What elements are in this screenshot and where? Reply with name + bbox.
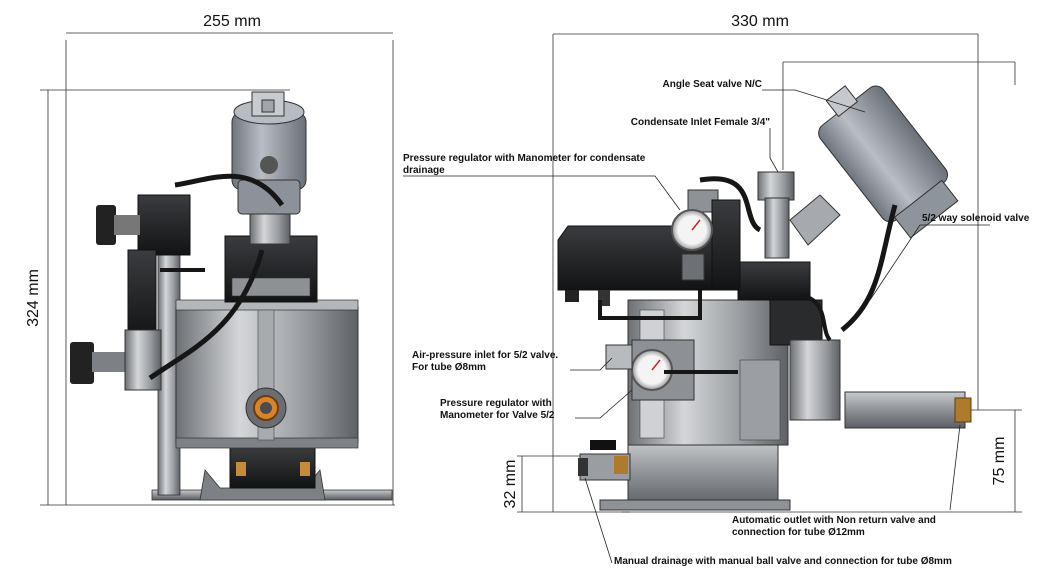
base-frame	[627, 439, 779, 509]
dim-height-front: 324 mm	[25, 269, 42, 327]
dimension-lines-side	[517, 33, 1022, 513]
leader-lines	[403, 89, 990, 564]
callout-pressure-reg-condensate-1: Pressure regulator with Manometer for co…	[403, 153, 646, 164]
side-view	[517, 33, 1022, 513]
front-view	[40, 32, 395, 506]
upper-regulator	[711, 199, 741, 291]
dim-width-front: 255 mm	[203, 13, 261, 30]
dim-width-side: 330 mm	[731, 13, 789, 30]
callout-pressure-reg-condensate-2: drainage	[403, 165, 445, 176]
dim-outlet-height: 75 mm	[991, 437, 1008, 486]
callout-air-inlet-2: For tube Ø8mm	[412, 362, 486, 373]
callout-angle-seat-valve: Angle Seat valve N/C	[663, 79, 762, 90]
callout-manual-drain: Manual drainage with manual ball valve a…	[614, 556, 952, 567]
mount-bracket	[199, 469, 326, 501]
automatic-outlet	[844, 391, 966, 429]
regulator-body-front	[137, 194, 191, 256]
callout-air-inlet-1: Air-pressure inlet for 5/2 valve.	[412, 350, 558, 361]
callout-pressure-reg-valve-2: Manometer for Valve 5/2	[440, 410, 555, 421]
solenoid-valve-body	[737, 261, 811, 301]
dim-drain-height: 32 mm	[502, 460, 519, 509]
callout-solenoid-valve: 5/2 way solenoid valve	[922, 213, 1030, 224]
callout-auto-outlet-2: connection for tube Ø12mm	[732, 527, 865, 538]
gauge-knob-lower	[70, 342, 94, 384]
callout-auto-outlet-1: Automatic outlet with Non return valve a…	[732, 515, 936, 526]
callout-pressure-reg-valve-1: Pressure regulator with	[440, 398, 552, 409]
callout-condensate-inlet: Condensate Inlet Female 3/4"	[631, 117, 770, 128]
dimension-lines-front	[40, 32, 395, 506]
gauge-knob-upper	[96, 205, 116, 245]
